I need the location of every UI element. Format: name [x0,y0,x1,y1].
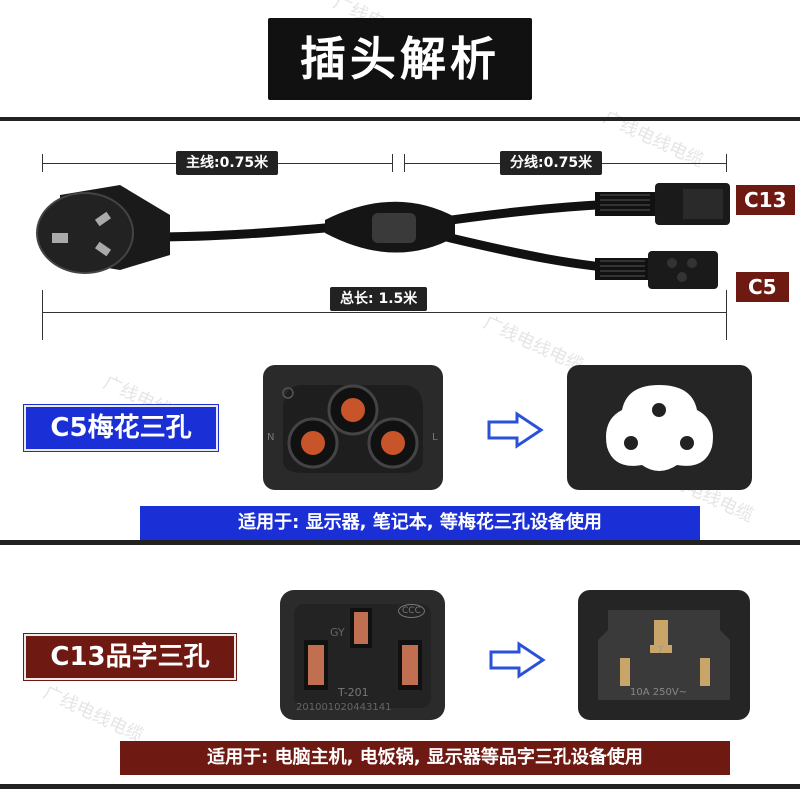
three-prong-plug-icon [36,185,170,274]
arrow-icon [487,411,544,449]
dimension-tick [404,154,405,172]
main-cable-label: 主线:0.75米 [176,151,279,175]
c13-socket-number: 7 [657,645,664,656]
watermark: 广线电线电缆 [39,682,147,747]
dimension-tick [42,290,43,340]
c13-socket-face [578,590,750,720]
page-title: 插头解析 [300,32,500,86]
c13-plug-face [280,590,445,720]
c5-tag: C5 [736,272,789,302]
dimension-tick [42,154,43,172]
c13-usage-banner: 适用于: 电脑主机, 电饭锅, 显示器等品字三孔设备使用 [120,741,730,775]
dimension-tick [726,154,727,172]
c5-plug-face [263,365,443,490]
c5-plug-mark-n: N [267,432,275,443]
c5-plug-mark-l: L [432,432,438,443]
y-splitter-icon [325,201,455,253]
c5-connector-icon [595,251,718,289]
total-length-dimension-line [42,312,726,313]
c13-plug-model: T-201 [338,686,369,699]
c13-socket-rating: 10A 250V~ [630,687,688,698]
total-length-label: 总长: 1.5米 [330,287,428,311]
c13-connector-icon [595,183,730,225]
title-underline [0,117,800,121]
c13-plug-serial: 201001020443141 [296,702,392,713]
c13-section-label: C13品字三孔 [24,634,236,680]
c5-section-label: C5梅花三孔 [24,405,218,451]
c5-socket-face [567,365,752,490]
title-background [268,18,532,100]
c5-usage-banner: 适用于: 显示器, 笔记本, 等梅花三孔设备使用 [140,506,700,540]
section-divider [0,540,800,545]
dimension-tick [726,290,727,340]
c13-plug-mark-gy: GY [330,626,345,639]
bottom-divider [0,784,800,789]
branch-cable-label: 分线:0.75米 [500,151,603,175]
dimension-tick [392,154,393,172]
c13-tag: C13 [736,185,795,215]
c13-plug-mark-ccc: CCC [398,604,425,618]
arrow-icon [489,641,546,679]
cable-illustration [36,183,730,289]
